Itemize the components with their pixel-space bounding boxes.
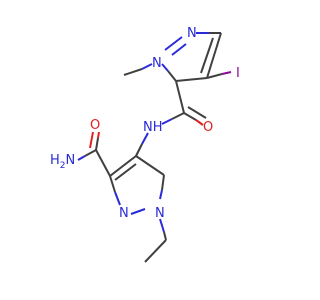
bond-ethyl2 <box>144 239 167 263</box>
bond-carbonyl-o-double <box>187 106 207 119</box>
bond-lc5-ln1 <box>161 174 165 191</box>
atom-iodine: I <box>236 66 240 81</box>
bond-nh-c4lower <box>141 132 149 145</box>
bond-ln2-lc3 <box>114 191 121 206</box>
bond-amide-o2 <box>97 131 100 139</box>
bond-lc4-lc3-double <box>114 163 137 181</box>
molecule-structure: N N I NH O O H2N N N <box>50 26 240 263</box>
atom-amide-o-upper: O <box>203 120 213 135</box>
bond-amide-nb <box>77 155 86 161</box>
bond-carbonyl-nh <box>171 112 185 120</box>
bond-amide-o <box>95 137 99 151</box>
bond-ln1-ln2 <box>130 208 146 215</box>
bond-c4-ib <box>221 71 232 75</box>
bond-lc4-lc5 <box>135 155 165 176</box>
atom-n-ring1-methyl: N <box>152 56 162 71</box>
bond-ethyl1 <box>163 231 167 241</box>
atom-n-ring2-ethyl: N <box>155 206 165 221</box>
bond-amide-n <box>84 149 97 157</box>
atom-amide-nh: NH <box>143 120 163 135</box>
bond-nh-c4lowerb <box>135 143 143 157</box>
bond-n2-n1 <box>164 36 183 51</box>
atom-n-ring1-top: N <box>187 26 197 41</box>
bond-n2-methyl <box>141 63 153 70</box>
atom-amide-o-lower: O <box>90 118 100 133</box>
bond-c5-c4 <box>206 32 222 79</box>
bond-c3-n2 <box>167 70 177 82</box>
bond-amide-o-double <box>89 131 94 149</box>
atom-nh2: H2N <box>50 153 75 171</box>
bond-lc5-ln1b <box>159 189 163 200</box>
bond-carbonyl-nhb <box>161 118 173 125</box>
bond-lc4-lc3 <box>109 155 137 177</box>
bond-ln1-ethyl <box>159 218 165 233</box>
atom-n-ring2-bottom: N <box>119 206 129 221</box>
bond-c5-c4-double <box>200 37 214 74</box>
bond-c4-c3 <box>175 77 208 82</box>
bond-methyl <box>123 68 143 76</box>
bond-lc3-amide <box>95 149 111 177</box>
bond-c4-i <box>206 73 223 79</box>
bond-c3-n2b <box>161 63 169 72</box>
bond-carbonyl-o <box>183 112 197 121</box>
bond-carbonyl-o2 <box>195 119 204 126</box>
bond-ln2-lc3b <box>109 175 116 193</box>
bond-n2-n1-double <box>171 43 187 56</box>
bond-c3-carbonyl <box>175 80 185 114</box>
